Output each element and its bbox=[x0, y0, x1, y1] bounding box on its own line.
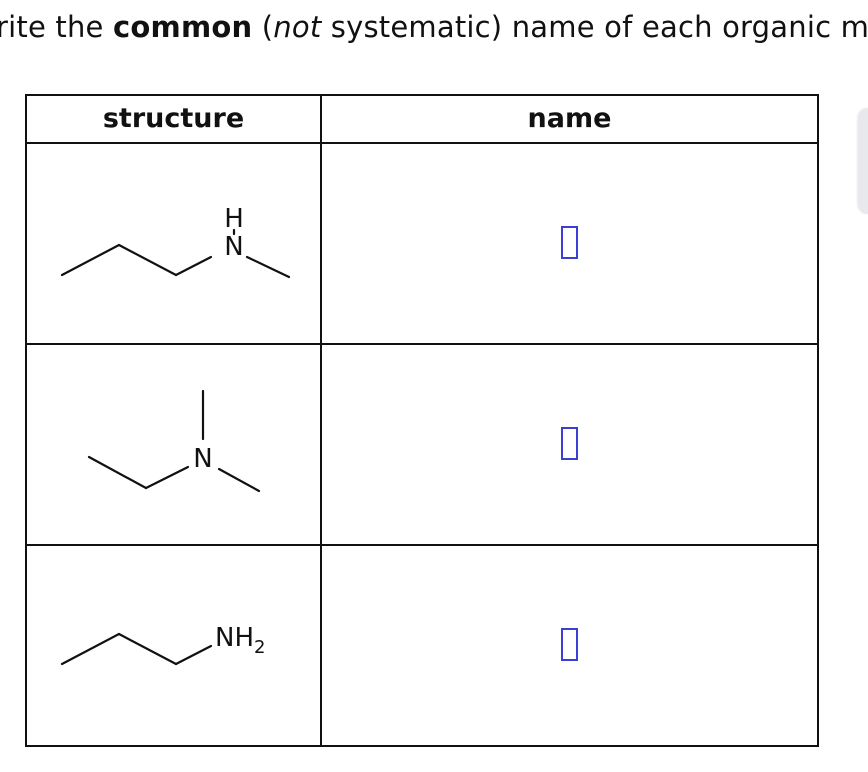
bond bbox=[60, 243, 121, 277]
structure-cell-1: H N bbox=[25, 142, 322, 345]
amine-group-label: NH2 bbox=[215, 623, 265, 658]
nitrogen-atom-label: N bbox=[224, 232, 243, 262]
name-cell-3 bbox=[320, 544, 819, 747]
answer-input-1[interactable] bbox=[561, 226, 578, 259]
instruction-italic-not: not bbox=[273, 10, 322, 44]
name-cell-1 bbox=[320, 142, 819, 345]
bond bbox=[144, 465, 190, 490]
header-row: structure name bbox=[25, 94, 819, 144]
instruction-middle1: ( bbox=[252, 10, 274, 44]
table-row: N bbox=[25, 343, 819, 546]
amine-nh-label: NH bbox=[215, 623, 254, 653]
bond bbox=[174, 255, 213, 277]
bond bbox=[87, 455, 148, 490]
bond bbox=[60, 632, 121, 666]
nitrogen-atom-label: N bbox=[193, 444, 212, 474]
table-row: NH2 bbox=[25, 544, 819, 747]
molecule-structure-3: NH2 bbox=[60, 623, 265, 666]
structure-header: structure bbox=[25, 94, 322, 144]
bond bbox=[117, 243, 178, 277]
question-table: structure name H N bbox=[25, 94, 819, 747]
instruction-bold-common: common bbox=[113, 10, 253, 44]
hydrogen-atom-label: H bbox=[224, 204, 244, 234]
name-cell-2 bbox=[320, 343, 819, 546]
bond bbox=[245, 255, 291, 279]
bond bbox=[217, 467, 261, 493]
instruction-prefix: rite the bbox=[0, 10, 114, 44]
instruction-middle2: systematic) name of each organic mol bbox=[321, 10, 868, 44]
table-row: H N bbox=[25, 142, 819, 345]
bond bbox=[174, 644, 213, 666]
molecule-structure-1: H N bbox=[60, 204, 291, 279]
bond bbox=[117, 632, 178, 666]
side-panel-tab[interactable] bbox=[858, 108, 868, 214]
answer-input-3[interactable] bbox=[561, 628, 578, 661]
molecule-structure-2: N bbox=[87, 389, 261, 493]
structure-cell-2: N bbox=[25, 343, 322, 546]
instruction-text: rite the common (not systematic) name of… bbox=[0, 10, 868, 44]
name-header: name bbox=[320, 94, 819, 144]
structure-cell-3: NH2 bbox=[25, 544, 322, 747]
amine-subscript-label: 2 bbox=[254, 637, 265, 658]
answer-input-2[interactable] bbox=[561, 427, 578, 460]
